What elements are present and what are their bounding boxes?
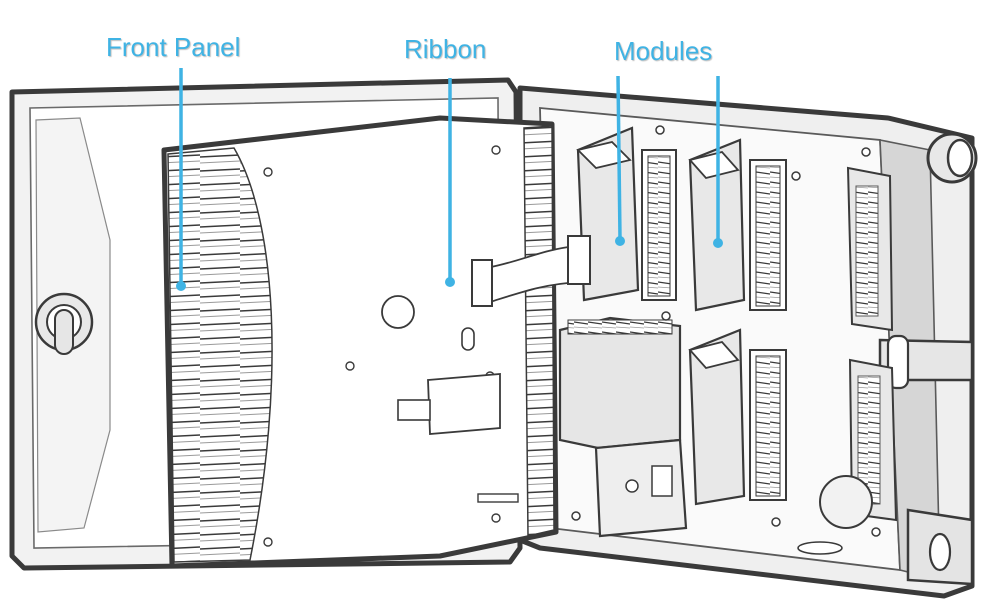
cable-plug-icon: [471, 235, 591, 307]
ribbon-callout-dot: [445, 277, 455, 287]
modules-callout-dot-2: [713, 238, 723, 248]
hinge-knob: [926, 132, 978, 184]
front-panel-callout-dot: [176, 281, 186, 291]
modules-callout-line-1: [616, 75, 622, 239]
module-3: [688, 328, 787, 506]
callouts: [176, 68, 723, 291]
front-panel: [161, 115, 559, 569]
modules-callout-dot-1: [615, 236, 625, 246]
module-2: [688, 138, 787, 312]
modules-label: Modules: [614, 36, 713, 66]
transformer-block: [558, 316, 688, 538]
ribbon-label: Ribbon: [404, 34, 487, 64]
keyhole-lock-icon: [34, 292, 94, 355]
front-panel-label: Front Panel: [106, 32, 241, 62]
ribbon-cable: [471, 235, 591, 307]
module-1: [576, 126, 677, 302]
cabinet-enclosure: [517, 85, 978, 599]
